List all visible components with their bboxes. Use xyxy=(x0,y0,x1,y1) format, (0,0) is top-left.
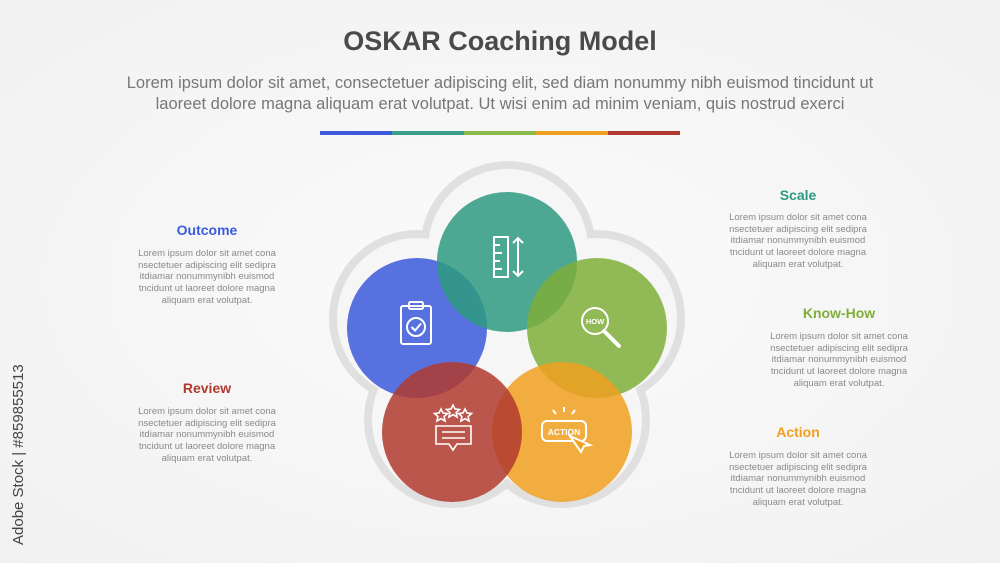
desc-line: Lorem ipsum dolor sit amet cona xyxy=(729,212,867,223)
desc-line: itdiamar nonummynibh euismod xyxy=(730,235,866,247)
desc-outcome: Lorem ipsum dolor sit amet cona nsectetu… xyxy=(122,248,292,307)
desc-line: nsectetuer adipiscing elit sedipra xyxy=(770,342,908,354)
page-subtitle: Lorem ipsum dolor sit amet, consectetuer… xyxy=(70,73,930,115)
label-review: Review xyxy=(182,380,232,396)
clipboard-check-icon xyxy=(400,301,432,345)
desc-line: aliquam erat volutpat. xyxy=(161,452,253,464)
desc-line: itdiamar nonummynibh euismod xyxy=(139,271,275,283)
label-outcome: Outcome xyxy=(176,222,238,238)
desc-line: tncidunt ut laoreet dolore magna xyxy=(729,247,867,259)
desc-line: Lorem ipsum dolor sit amet cona xyxy=(138,248,276,259)
desc-line: Lorem ipsum dolor sit amet cona xyxy=(729,450,867,461)
desc-line: Lorem ipsum dolor sit amet cona xyxy=(138,406,276,417)
title-divider xyxy=(320,131,680,135)
divider-segment-3 xyxy=(464,131,536,135)
label-scale: Scale xyxy=(779,187,817,203)
how-icon-text: HOW xyxy=(586,317,605,326)
desc-line: tncidunt ut laoreet dolore magna xyxy=(770,366,908,378)
desc-line: tncidunt ut laoreet dolore magna xyxy=(138,283,276,295)
desc-line: tncidunt ut laoreet dolore magna xyxy=(138,441,276,453)
action-icon-text: ACTION xyxy=(548,427,581,437)
desc-review: Lorem ipsum dolor sit amet cona nsectetu… xyxy=(122,406,292,465)
desc-line: aliquam erat volutpat. xyxy=(793,377,885,389)
desc-line: itdiamar nonummynibh euismod xyxy=(730,473,866,485)
desc-line: itdiamar nonummynibh euismod xyxy=(771,354,907,366)
review-stars-icon xyxy=(432,403,474,452)
desc-line: aliquam erat volutpat. xyxy=(752,496,844,508)
desc-line: nsectetuer adipiscing elit sedipra xyxy=(729,223,867,235)
subtitle-line-1: Lorem ipsum dolor sit amet, consectetuer… xyxy=(126,74,874,92)
action-click-icon: ACTION xyxy=(541,407,594,454)
magnifier-icon: HOW xyxy=(581,307,621,348)
desc-line: Lorem ipsum dolor sit amet cona xyxy=(770,331,908,342)
divider-segment-1 xyxy=(320,131,392,135)
divider-segment-5 xyxy=(608,131,680,135)
desc-line: nsectetuer adipiscing elit sedipra xyxy=(138,417,276,429)
label-action: Action xyxy=(776,424,820,440)
desc-line: itdiamar nonummynibh euismod xyxy=(139,429,275,441)
desc-know-how: Lorem ipsum dolor sit amet cona nsectetu… xyxy=(754,331,924,390)
subtitle-line-2: laoreet dolore magna aliquam erat volutp… xyxy=(155,95,845,113)
desc-action: Lorem ipsum dolor sit amet cona nsectetu… xyxy=(713,450,883,509)
desc-line: aliquam erat volutpat. xyxy=(752,258,844,270)
page-title: OSKAR Coaching Model xyxy=(343,26,657,56)
desc-line: nsectetuer adipiscing elit sedipra xyxy=(729,461,867,473)
desc-scale: Lorem ipsum dolor sit amet cona nsectetu… xyxy=(713,212,883,271)
label-know-how: Know-How xyxy=(802,305,876,321)
desc-line: aliquam erat volutpat. xyxy=(161,294,253,306)
petal-action xyxy=(492,362,632,502)
watermark-text: Adobe Stock | #859855513 xyxy=(10,364,27,545)
divider-segment-4 xyxy=(536,131,608,135)
desc-line: nsectetuer adipiscing elit sedipra xyxy=(138,259,276,271)
desc-line: tncidunt ut laoreet dolore magna xyxy=(729,485,867,497)
divider-segment-2 xyxy=(392,131,464,135)
ruler-icon xyxy=(493,236,524,278)
